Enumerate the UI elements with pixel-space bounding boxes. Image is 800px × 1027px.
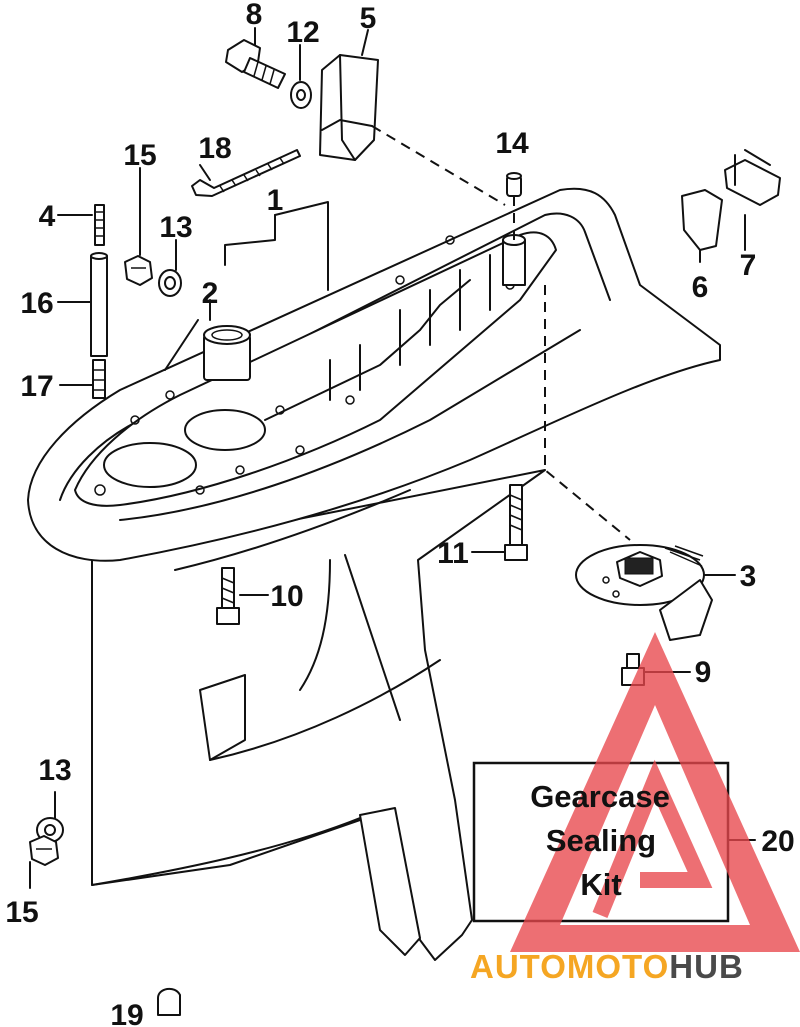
fitting-part-17 <box>92 359 106 399</box>
callout-7: 7 <box>740 249 757 282</box>
callout-18: 18 <box>198 132 231 165</box>
trim-tab-part-3 <box>575 544 713 641</box>
kit-label-line3: Kit <box>580 867 621 902</box>
bracket-part-7 <box>724 149 781 206</box>
kit-label-line2: Sealing <box>546 823 656 858</box>
callout-19: 19 <box>110 999 143 1027</box>
callout-6: 6 <box>692 271 709 304</box>
callout-1: 1 <box>267 184 284 217</box>
watermark-text: AUTOMOTOHUB <box>470 948 744 985</box>
gearcase-housing <box>27 187 721 961</box>
plug-part-19 <box>157 987 181 1016</box>
plug-part-15-upper <box>124 255 153 286</box>
watermark-part2: HUB <box>669 948 744 985</box>
callout-20: 20 <box>761 825 794 858</box>
callout-16: 16 <box>20 287 53 320</box>
cable-tie-part-18 <box>191 149 301 197</box>
fitting-part-4 <box>94 204 105 246</box>
bolt-part-10 <box>216 567 240 625</box>
callout-3: 3 <box>740 560 757 593</box>
bolt-part-11 <box>504 484 528 561</box>
bolt-part-8 <box>225 39 286 89</box>
kit-label-line1: Gearcase <box>530 779 670 814</box>
block-part-5 <box>319 54 379 161</box>
tube-part-16 <box>90 252 108 357</box>
washer-part-13-upper <box>158 269 182 297</box>
callout-17: 17 <box>20 370 53 403</box>
callout-11: 11 <box>437 537 469 570</box>
callout-13-lower: 13 <box>38 754 71 787</box>
callout-15-lower: 15 <box>5 896 38 929</box>
callout-12: 12 <box>286 16 319 49</box>
callout-8: 8 <box>246 0 263 31</box>
callout-4: 4 <box>39 200 56 233</box>
dowel-part-14 <box>506 172 522 197</box>
callout-15-upper: 15 <box>123 139 156 172</box>
watermark-triangle-icon <box>510 632 800 952</box>
callout-5: 5 <box>360 2 377 35</box>
plug-part-15-lower <box>29 835 59 866</box>
washer-part-12 <box>290 81 312 109</box>
callout-9: 9 <box>695 656 712 689</box>
callout-14: 14 <box>495 127 529 160</box>
automotohub-watermark <box>510 632 800 952</box>
shim-part-6 <box>681 189 723 251</box>
callout-10: 10 <box>270 580 303 613</box>
watermark-part1: AUTOMOTO <box>470 948 669 985</box>
callout-2: 2 <box>202 277 219 310</box>
leader-lines <box>29 27 756 889</box>
callout-13-upper: 13 <box>159 211 192 244</box>
